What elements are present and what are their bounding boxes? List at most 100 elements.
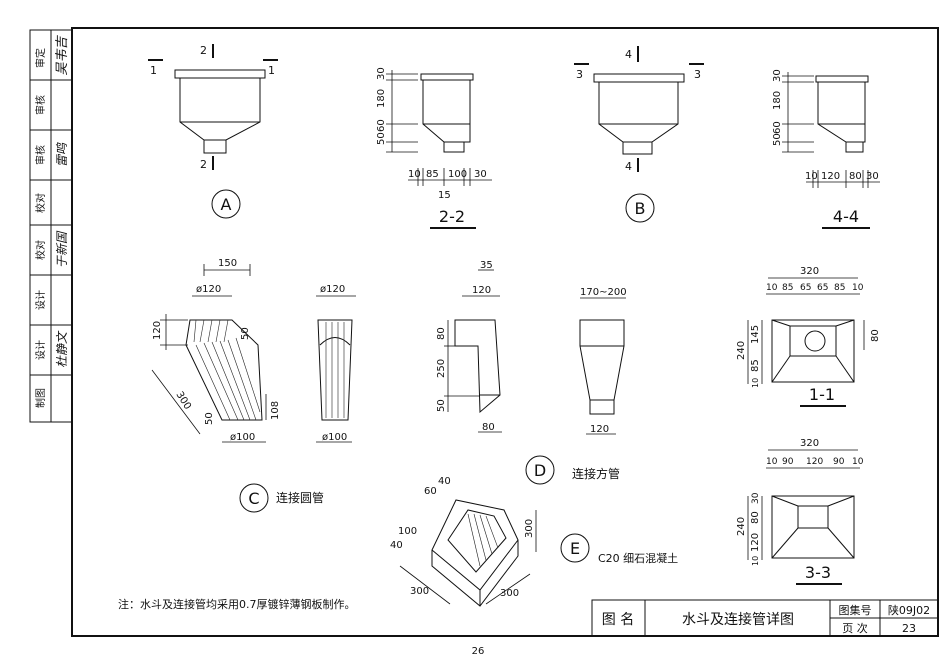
dim-2-2-h2: 100 [448, 169, 467, 180]
sig-role-5: 设计 [34, 290, 47, 310]
marker-e [560, 533, 590, 563]
dim-1-1-h4: 85 [834, 283, 845, 293]
cut-label-4-bot: 4 [625, 160, 632, 173]
dim-3-3-v3: 120 [750, 533, 761, 552]
dim-d-50: 50 [436, 399, 447, 412]
dim-3-3-top: 320 [800, 438, 819, 449]
dim-e-60: 60 [424, 486, 437, 497]
title-label-name: 图 名 [602, 612, 634, 628]
dim-3-3-v4: 10 [751, 556, 760, 566]
drawing-name: 水斗及连接管详图 [682, 611, 794, 628]
section-1-1: 320 10 85 65 65 85 10 240 145 85 10 80 1… [736, 266, 881, 407]
dim-3-3-h0: 10 [766, 457, 778, 467]
dim-2-2-h3: 30 [474, 169, 487, 180]
dim-3-3-h3: 90 [833, 457, 845, 467]
cut-label-3-right: 3 [694, 68, 701, 81]
detail-e: 60 40 100 40 300 300 300 E C20 细石混凝土 [390, 476, 678, 607]
sig-role-2: 审核 [34, 145, 47, 165]
sig-role-6: 设计 [34, 340, 47, 360]
dim-4-4-v0: 30 [772, 69, 783, 82]
plan-1-1-box [771, 319, 855, 383]
dim-c-side-bot: ø100 [322, 432, 347, 443]
dim-d-80b: 80 [482, 422, 495, 433]
detail-a: 1 1 2 2 A [148, 44, 278, 219]
square-pipe-front [454, 319, 501, 414]
dim-d-35: 35 [480, 260, 493, 271]
dim-2-2-v3: 60 [376, 119, 387, 132]
dim-1-1-h2: 65 [800, 283, 811, 293]
dim-1-1-h3: 65 [817, 283, 828, 293]
dim-1-1-h5: 10 [852, 283, 864, 293]
dim-1-1-v2: 85 [750, 359, 761, 372]
cut-label-2-top: 2 [200, 44, 207, 57]
detail-b: 3 3 4 4 B [574, 46, 704, 223]
dim-c-bot-d: ø100 [230, 432, 255, 443]
marker-a [211, 189, 241, 219]
sig-role-1: 审核 [34, 95, 47, 115]
dim-c-108: 108 [270, 401, 281, 420]
dim-3-3-h1: 90 [782, 457, 794, 467]
dim-1-1-v3: 10 [751, 378, 760, 388]
section-3-3: 320 10 90 120 90 10 240 30 80 120 10 3-3 [736, 438, 864, 585]
detail-c: 150 ø120 120 300 50 50 108 ø100 ø120 [151, 258, 356, 513]
marker-c-label: C [248, 489, 259, 508]
dim-4-4-h1: 120 [821, 171, 840, 182]
caption-c: 连接圆管 [276, 490, 324, 505]
marker-d [525, 455, 555, 485]
dim-4-4-h3: 30 [866, 171, 879, 182]
dim-d-120: 120 [472, 285, 491, 296]
dim-e-40a: 40 [438, 476, 451, 487]
marker-d-label: D [534, 461, 546, 480]
square-pipe-side [579, 319, 625, 415]
atlas-number: 陕09J02 [888, 603, 930, 617]
detail-d: 35 120 80 250 50 80 170~200 120 D 连接方管 [436, 260, 627, 485]
section-4-4: 30 180 50 60 10 120 80 30 4-4 [772, 69, 880, 229]
dim-2-2-v1: 180 [376, 89, 387, 108]
title-block: 图 名 水斗及连接管详图 图集号 陕09J02 页 次 23 [591, 599, 939, 637]
dim-4-4-h2: 80 [849, 171, 862, 182]
cut-label-3-left: 3 [576, 68, 583, 81]
dim-2-2-v0: 30 [376, 67, 387, 80]
dim-c-top-w: 150 [218, 258, 237, 269]
dim-c-50b: 50 [204, 412, 215, 425]
dim-e-300c: 300 [524, 519, 535, 538]
caption-e: C20 细石混凝土 [598, 551, 678, 565]
dim-2-2-v2: 50 [376, 132, 387, 145]
dim-1-1-top: 320 [800, 266, 819, 277]
section-1-1-title: 1-1 [809, 385, 835, 404]
cut-label-1-left: 1 [150, 64, 157, 77]
dim-d-right-bot: 120 [590, 424, 609, 435]
dim-1-1-h0: 10 [766, 283, 778, 293]
hopper-body [179, 78, 261, 141]
signature-column: 审定 吴韦吉 审核 审核 雷鸣 校对 校对 于新国 设计 设计 杜静文 制图 [29, 29, 73, 423]
cut-label-4-top: 4 [625, 48, 632, 61]
sig-role-3: 校对 [34, 193, 47, 213]
dim-2-2-h0: 10 [408, 169, 421, 180]
dim-e-300a: 300 [410, 586, 429, 597]
sig-name-4: 于新国 [55, 230, 69, 268]
hopper-outlet [203, 139, 227, 154]
dim-c-side-top: ø120 [320, 284, 345, 295]
dim-e-40b: 40 [390, 540, 403, 551]
dim-3-3-v2: 80 [750, 511, 761, 524]
section-2-2: 30 180 50 60 10 85 100 30 15 2-2 [376, 67, 492, 229]
dim-d-250: 250 [436, 359, 447, 378]
dim-3-3-h2: 120 [806, 457, 823, 467]
marker-a-label: A [221, 195, 232, 214]
dim-2-2-below: 15 [438, 190, 451, 201]
dim-1-1-h1: 85 [782, 283, 793, 293]
marker-c [239, 483, 269, 513]
dim-3-3-h4: 10 [852, 457, 864, 467]
plan-3-3-box [771, 495, 855, 559]
cut-label-1-right: 1 [268, 64, 275, 77]
dim-4-4-v2: 50 [772, 133, 783, 146]
marker-e-label: E [570, 539, 580, 558]
dim-1-1-v1: 145 [750, 325, 761, 344]
sig-name-6: 杜静文 [55, 330, 69, 368]
dim-4-4-v3: 60 [772, 121, 783, 134]
dim-c-diag: 300 [173, 390, 192, 412]
dim-1-1-v0: 240 [736, 341, 747, 360]
splash-block [431, 499, 519, 591]
dim-4-4-h0: 10 [805, 171, 818, 182]
